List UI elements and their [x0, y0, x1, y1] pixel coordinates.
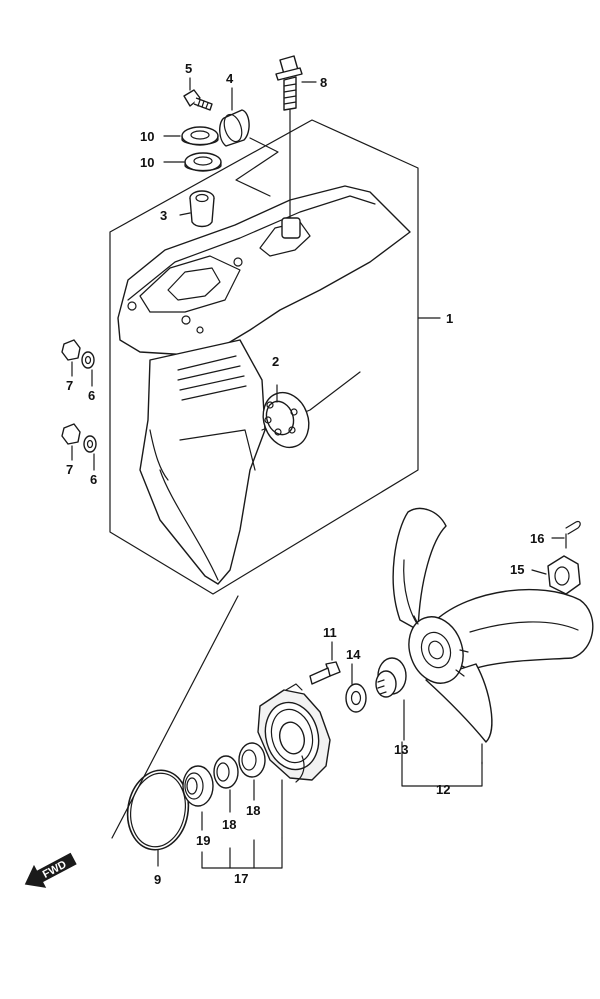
washer-part-14: [345, 663, 367, 713]
callout-7a: 7: [66, 378, 73, 393]
callout-8: 8: [320, 75, 327, 90]
grommet-part-4: [219, 87, 279, 197]
leader-line-9: [111, 595, 239, 839]
gear-case-box: [109, 119, 419, 595]
callout-5: 5: [185, 61, 192, 76]
bearing-part-19: [182, 765, 214, 831]
gear-case: [117, 185, 411, 585]
fwd-direction-arrow: FWD: [24, 852, 77, 888]
callout-10a: 10: [140, 129, 154, 144]
fwd-label: FWD: [41, 858, 69, 880]
callout-19: 19: [196, 833, 210, 848]
bracket-12: [401, 741, 483, 787]
callout-17: 17: [234, 871, 248, 886]
callout-7b: 7: [66, 462, 73, 477]
bushing-part-3: [179, 190, 215, 228]
propeller-part-12: [392, 507, 594, 765]
callout-18a: 18: [222, 817, 236, 832]
callout-18b: 18: [246, 803, 260, 818]
callout-14: 14: [346, 647, 361, 662]
callout-1: 1: [446, 311, 453, 326]
oil-seal-part-10-lower: [163, 152, 222, 172]
callout-13: 13: [394, 742, 408, 757]
o-ring-part-9: [126, 769, 190, 867]
bearing-part-2: [262, 384, 310, 449]
bolt-part-11: [309, 641, 341, 685]
callout-2: 2: [272, 354, 279, 369]
bushing-part-13: [375, 657, 407, 741]
callout-11: 11: [323, 625, 337, 640]
bracket-17-ticks: [229, 839, 255, 869]
bracket-17: [201, 837, 283, 869]
plug-part-7-upper: [61, 339, 95, 387]
nut-part-15: [531, 555, 581, 595]
oil-seal-part-10-upper: [163, 126, 219, 146]
callout-15: 15: [510, 562, 524, 577]
callout-4: 4: [226, 71, 234, 86]
bearing-housing: [257, 683, 331, 839]
cotter-pin-part-16: [551, 520, 581, 549]
callout-12: 12: [436, 782, 450, 797]
callout-9: 9: [154, 872, 161, 887]
callout-6b: 6: [90, 472, 97, 487]
bolt-part-5: [183, 77, 213, 111]
seal-part-18-b: [238, 742, 266, 801]
plug-part-7-lower: [61, 423, 97, 471]
callout-3: 3: [160, 208, 167, 223]
bolt-part-8: [275, 55, 317, 219]
seal-part-18-a: [213, 755, 239, 813]
callout-16: 16: [530, 531, 544, 546]
callout-6a: 6: [88, 388, 95, 403]
callout-10b: 10: [140, 155, 154, 170]
